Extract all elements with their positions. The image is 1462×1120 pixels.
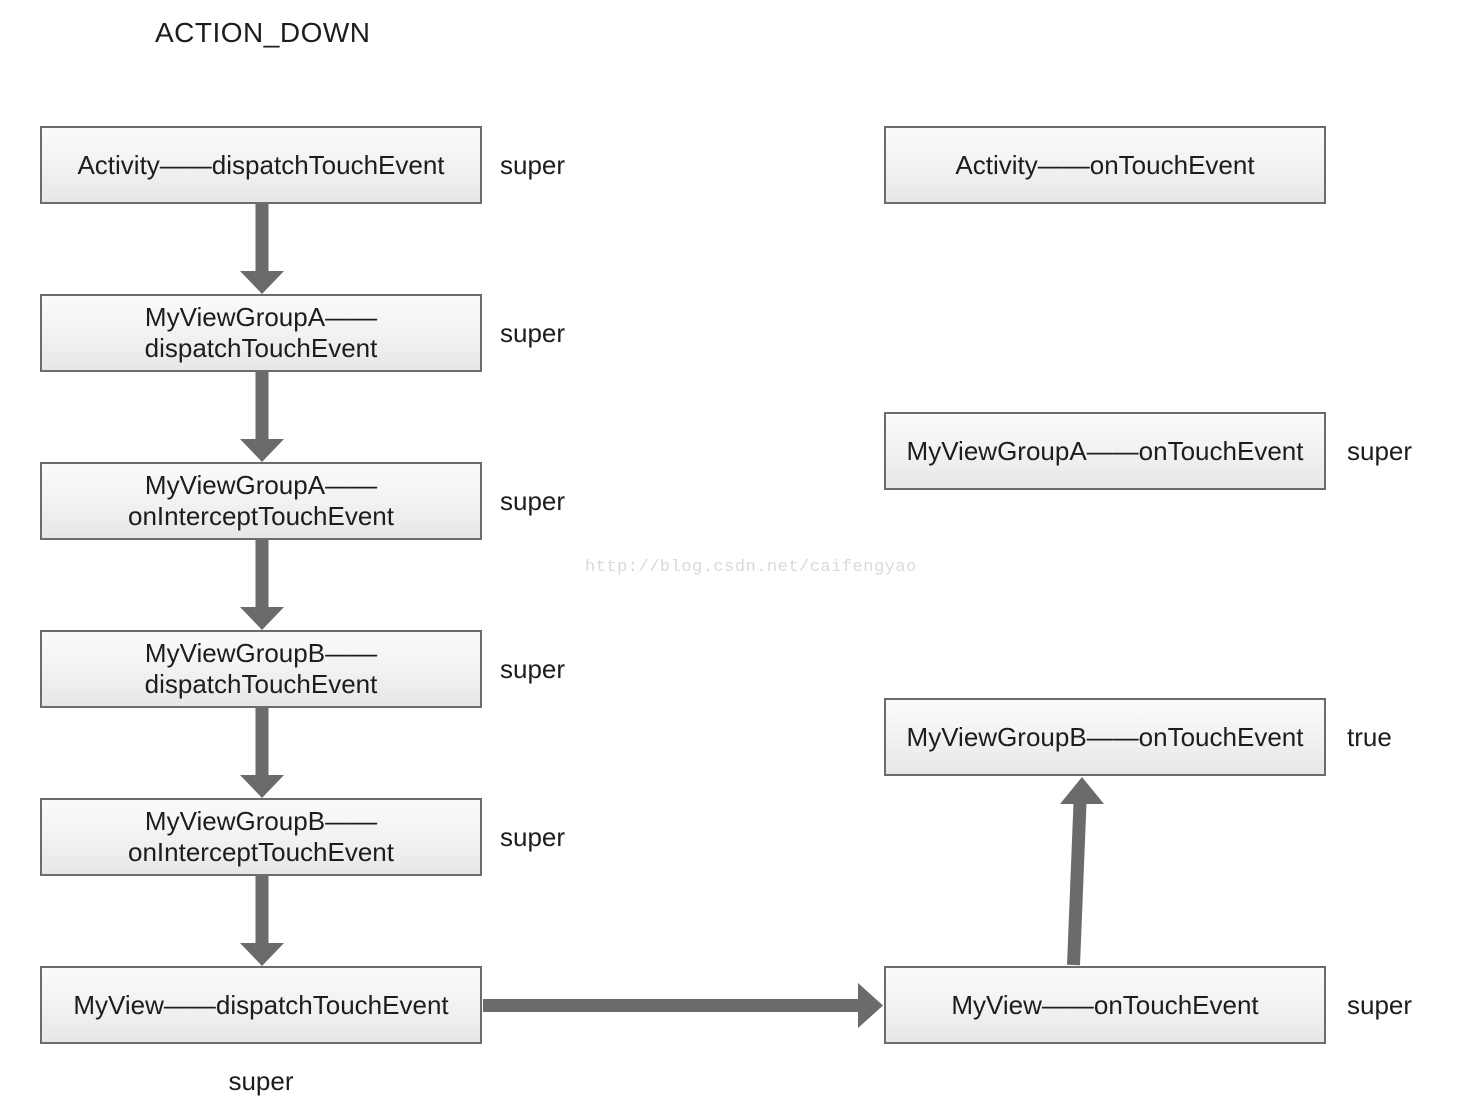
node-label-line1: MyViewGroupA—— [144,302,378,332]
arrow-up-icon [1060,777,1104,966]
return-label-viewgroupb-dispatch: super [500,654,566,684]
arrow-down-icon [240,540,284,630]
node-activity-dispatchtouchevent: Activity——dispatchTouchEvent [40,126,482,204]
node-myview-ontouchevent: MyView——onTouchEvent [884,966,1326,1044]
return-label-viewgroupa-dispatch: super [500,318,566,348]
node-label: MyView——dispatchTouchEvent [73,989,449,1020]
arrow-down-icon [240,876,284,966]
node-label-line2: onInterceptTouchEvent [128,501,394,531]
node-label: MyView——onTouchEvent [951,989,1259,1020]
return-label-viewgroupa-intercept: super [500,486,566,516]
return-label-viewgroupa-ontouch: super [1347,436,1413,466]
node-myviewgroupa-ontouchevent: MyViewGroupA——onTouchEvent [884,412,1326,490]
node-myviewgroupa-dispatchtouchevent: MyViewGroupA—— dispatchTouchEvent [40,294,482,372]
arrow-down-icon [240,708,284,798]
return-label-viewgroupb-intercept: super [500,822,566,852]
node-label-line1: MyViewGroupB—— [144,806,378,836]
node-label: MyViewGroupB——onTouchEvent [906,721,1304,752]
diagram-title: ACTION_DOWN [155,17,371,48]
node-activity-ontouchevent: Activity——onTouchEvent [884,126,1326,204]
node-label-line1: MyViewGroupB—— [144,638,378,668]
return-label-myview-dispatch: super [228,1066,294,1096]
node-myviewgroupa-onintercepttouchevent: MyViewGroupA—— onInterceptTouchEvent [40,462,482,540]
node-label-line2: dispatchTouchEvent [144,669,378,699]
node-myviewgroupb-ontouchevent: MyViewGroupB——onTouchEvent [884,698,1326,776]
return-label-viewgroupb-ontouch: true [1347,722,1392,752]
node-label-line1: MyViewGroupA—— [144,470,378,500]
node-label: Activity——onTouchEvent [955,149,1255,180]
node-label: Activity——dispatchTouchEvent [77,149,445,180]
node-myviewgroupb-onintercepttouchevent: MyViewGroupB—— onInterceptTouchEvent [40,798,482,876]
watermark-url: http://blog.csdn.net/caifengyao [585,558,917,577]
node-label-line2: dispatchTouchEvent [144,333,378,363]
arrow-right-icon [483,983,883,1028]
arrow-down-icon [240,204,284,294]
node-myviewgroupb-dispatchtouchevent: MyViewGroupB—— dispatchTouchEvent [40,630,482,708]
return-label-myview-ontouch: super [1347,990,1413,1020]
node-myview-dispatchtouchevent: MyView——dispatchTouchEvent [40,966,482,1044]
node-label: MyViewGroupA——onTouchEvent [906,435,1304,466]
return-label-activity-dispatch: super [500,150,566,180]
node-label-line2: onInterceptTouchEvent [128,837,394,867]
arrow-down-icon [240,372,284,462]
